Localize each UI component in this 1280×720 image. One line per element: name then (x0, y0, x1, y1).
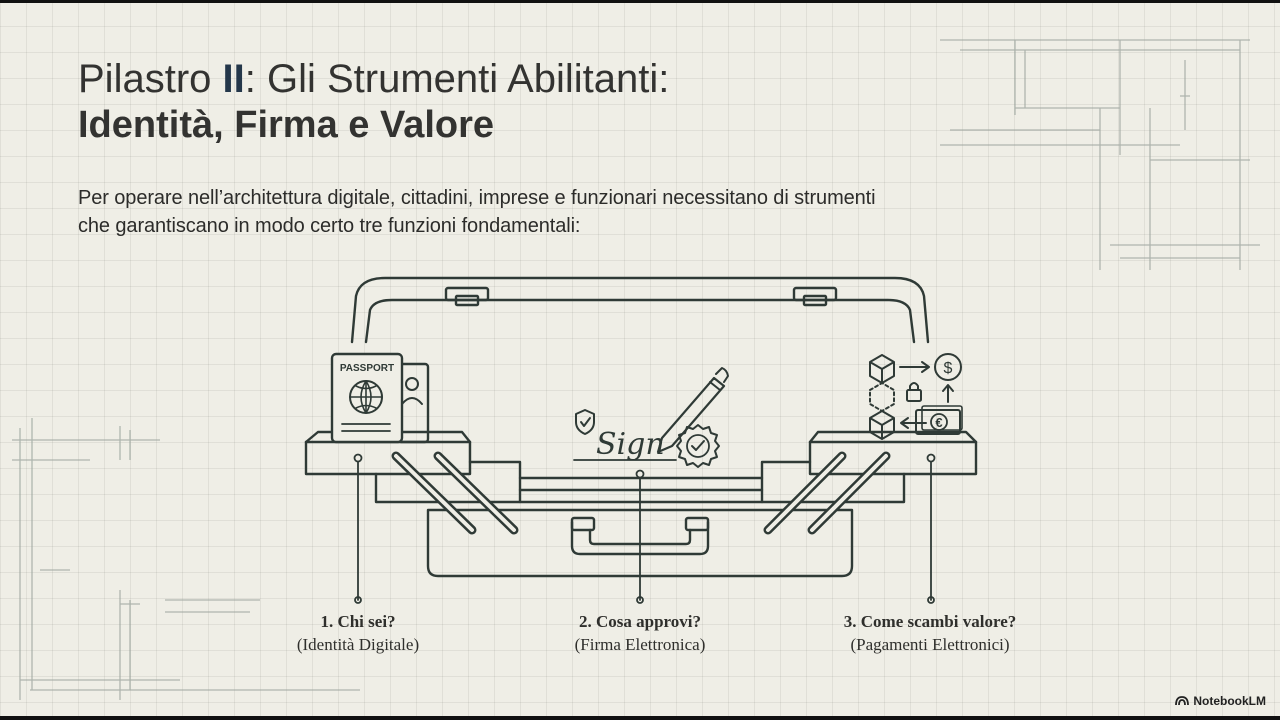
seal-check-icon (676, 424, 720, 468)
toolbox-lid-handle (350, 276, 930, 344)
euro-symbol: € (935, 415, 942, 430)
function-label-identity: 1. Chi sei? (Identità Digitale) (258, 610, 458, 656)
euro-banknote-icon (915, 409, 961, 435)
title-suffix: : Gli Strumenti Abilitanti: (244, 57, 670, 101)
brand-name: NotebookLM (1193, 694, 1266, 708)
function-number: 2. Cosa approvi? (578, 612, 701, 631)
pen-icon (656, 376, 726, 454)
title-line-1: Pilastro II: Gli Strumenti Abilitanti: (78, 56, 669, 103)
page-title: Pilastro II: Gli Strumenti Abilitanti: I… (78, 56, 669, 148)
cantilever-arms (391, 451, 891, 535)
function-label-signature: 2. Cosa approvi? (Firma Elettronica) (540, 610, 740, 656)
notebooklm-watermark: NotebookLM (1175, 694, 1266, 708)
function-subtitle: (Firma Elettronica) (574, 635, 706, 654)
passport-icon (330, 352, 430, 444)
function-number: 1. Chi sei? (320, 612, 396, 631)
signature-text: Sign (596, 427, 665, 462)
blockchain-cube-icon (869, 354, 895, 440)
pointer-lines (353, 453, 936, 604)
shield-check-icon (575, 409, 595, 435)
intro-paragraph: Per operare nell’architettura digitale, … (78, 187, 876, 237)
signature-group (573, 367, 729, 468)
function-subtitle: (Identità Digitale) (296, 635, 420, 654)
notebooklm-logo-icon (1175, 696, 1190, 706)
title-line-2: Identità, Firma e Valore (78, 104, 495, 147)
title-roman-numeral: II (222, 57, 245, 101)
payment-group (869, 353, 963, 440)
padlock-icon (906, 389, 922, 402)
middle-tray (518, 476, 764, 504)
dollar-symbol: $ (944, 360, 953, 377)
top-border (0, 0, 1280, 3)
function-subtitle: (Pagamenti Elettronici) (850, 635, 1010, 654)
passport-label: PASSPORT (340, 363, 394, 374)
bottom-border (0, 716, 1280, 720)
dollar-coin-icon (934, 353, 962, 381)
function-label-payments: 3. Come scambi valore? (Pagamenti Elettr… (810, 610, 1050, 656)
title-prefix: Pilastro (78, 57, 223, 101)
function-number: 3. Come scambi valore? (843, 612, 1017, 631)
